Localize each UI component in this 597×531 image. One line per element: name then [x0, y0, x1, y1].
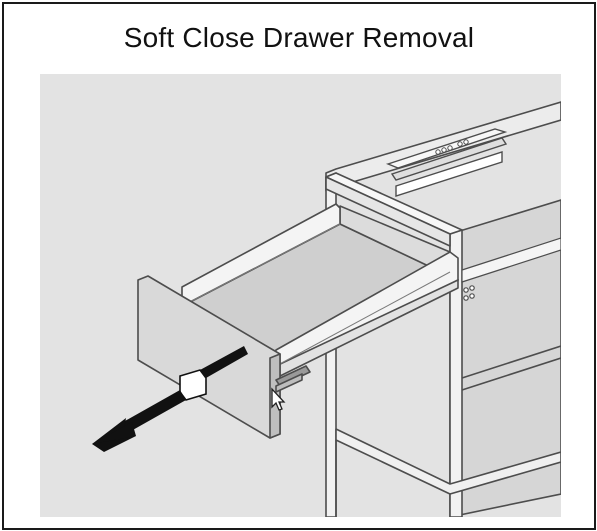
- arrow-pull-out-icon: [92, 346, 248, 452]
- drawer-removal-illustration: [40, 74, 561, 517]
- drawer-slide-rail: [385, 128, 508, 197]
- drawer: [137, 203, 459, 439]
- rail-holes: [435, 139, 469, 155]
- release-lever-icon: [271, 387, 286, 411]
- runner-right: [461, 237, 561, 301]
- figure-title: Soft Close Drawer Removal: [123, 22, 475, 53]
